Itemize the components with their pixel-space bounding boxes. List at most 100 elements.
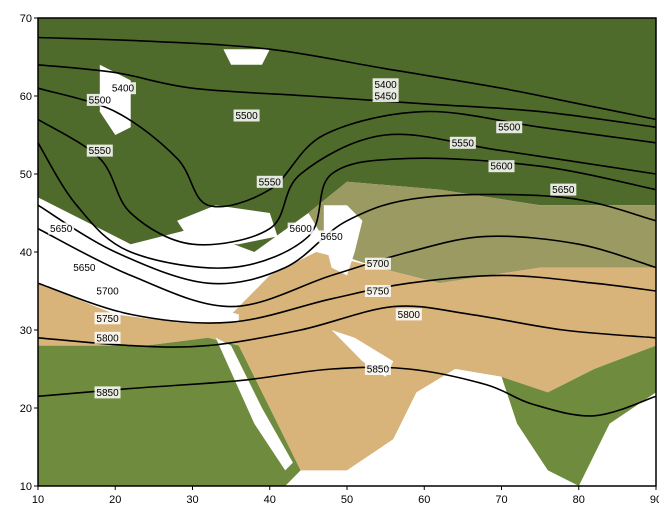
contour-label-bg [550,183,577,196]
x-tick-label: 20 [109,494,121,506]
contour-label-text: 5400 [375,80,398,91]
contour-label-5700: 5700 [94,285,121,298]
y-tick-label: 40 [20,247,32,259]
x-tick-label: 70 [495,494,507,506]
contour-label-bg [372,78,399,91]
contour-label-text: 5550 [259,177,282,188]
land-region-desert [38,252,656,471]
contour-label-bg [94,312,121,325]
water-mediterranean [38,228,239,323]
contour-label-5500: 5500 [496,121,523,134]
contour-layer [37,36,657,417]
contour-label-text: 5850 [367,365,390,376]
contour-label-5650: 5650 [71,261,98,274]
contour-label-bg [48,222,75,235]
x-tick-label: 60 [418,494,430,506]
contour-label-5800: 5800 [395,308,422,321]
contour-label-5800: 5800 [94,331,121,344]
contour-label-5850: 5850 [364,363,391,376]
contour-label-5750: 5750 [94,312,121,325]
water-arabian-sea [347,369,579,486]
contour-label-text: 5700 [367,259,390,270]
contour-label-text: 5650 [73,263,96,274]
contour-label-bg [372,90,399,102]
y-tick-label: 50 [20,169,32,181]
contour-label-bg [449,136,476,149]
contour-label-5650: 5650 [550,183,577,196]
contour-label-bg [364,363,391,375]
contour-label-text: 5800 [96,333,119,344]
contour-label-text: 5600 [290,224,313,235]
contour-label-bg [256,175,283,188]
contour-label-5500: 5500 [86,93,113,106]
land-region-forest [38,18,656,252]
contour-label-5600: 5600 [287,222,314,235]
contour-label-text: 5500 [498,123,521,134]
y-tick-label: 10 [20,481,32,493]
contour-label-5750: 5750 [364,285,391,298]
contour-label-text: 5500 [235,111,258,122]
contour-label-text: 5700 [96,287,119,298]
contour-label-text: 5750 [367,287,390,298]
contour-label-bg [109,82,136,95]
contour-label-text: 5800 [398,310,421,321]
contour-label-text: 5600 [490,162,513,173]
water-layer [38,49,579,486]
contour-label-text: 5650 [552,185,575,196]
contour-5800 [37,305,657,348]
contour-label-bg [94,331,121,344]
contour-5750 [37,274,657,324]
contour-label-5850: 5850 [94,386,121,399]
contour-label-bg [395,308,422,321]
water-white-sea [223,49,270,65]
x-tick-label: 50 [341,494,353,506]
x-tick-label: 30 [186,494,198,506]
x-axis-ticks: 10 20 30 40 50 60 70 80 90 [32,486,659,506]
contour-label-5650: 5650 [48,222,75,235]
contour-label-text: 5750 [96,314,119,325]
contour-label-5550: 5550 [449,136,476,149]
x-tick-label: 40 [264,494,276,506]
contour-label-bg [496,121,523,134]
land-layer [38,18,656,486]
contour-label-bg [318,230,345,243]
contour-label-bg [71,261,98,274]
contour-label-text: 5550 [452,138,475,149]
contour-label-text: 5650 [50,224,73,235]
contour-label-text: 5650 [320,232,343,243]
contour-label-5450: 5450 [372,90,399,103]
contour-label-5550: 5550 [256,175,283,188]
contour-label-bg [364,285,391,297]
contour-label-5650: 5650 [318,230,345,243]
land-region-steppe [308,181,656,284]
contour-label-bg [488,160,515,173]
water-black-sea [177,205,278,245]
x-tick-label: 10 [32,494,44,506]
y-tick-label: 30 [20,325,32,337]
contour-label-text: 5400 [112,84,135,95]
contour-label-5500: 5500 [233,109,260,122]
contour-label-text: 5550 [89,146,112,157]
x-tick-label: 90 [650,494,659,506]
contour-5850 [37,366,657,417]
contour-label-text: 5500 [89,95,112,106]
contour-label-bg [364,257,391,270]
contour-label-bg [287,222,314,235]
x-tick-label: 80 [573,494,585,506]
y-tick-label: 70 [20,13,32,25]
contour-label-text: 5450 [375,92,398,103]
contour-label-bg [86,144,113,157]
contour-label-5400: 5400 [372,78,399,91]
contour-label-bg [94,386,121,399]
contour-label-text: 5850 [96,388,119,399]
contour-label-bg [86,93,113,106]
y-tick-label: 60 [20,91,32,103]
contour-label-5700: 5700 [364,257,391,270]
contour-label-5550: 5550 [86,144,113,157]
contour-5700 [37,227,657,308]
contour-label-bg [94,285,121,297]
contour-5450 [37,64,657,128]
